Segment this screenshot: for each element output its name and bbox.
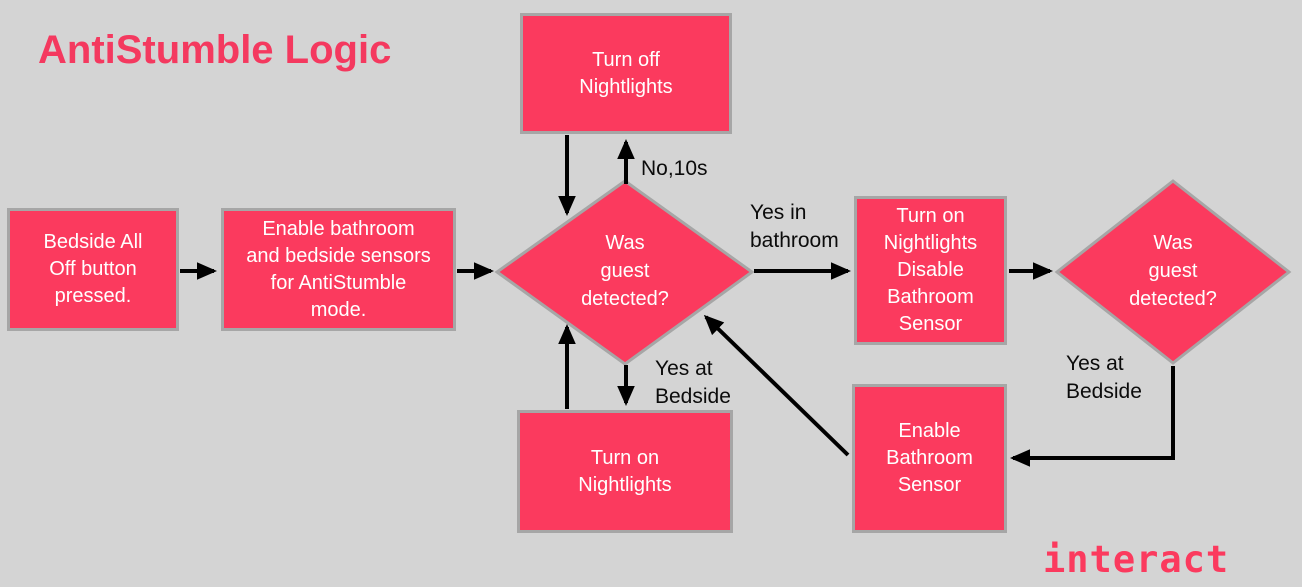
node-turn-on-nightlights-label: Turn on Nightlights [578, 446, 672, 496]
node-turn-off-nightlights-label: Turn off Nightlights [579, 48, 673, 98]
edge-decision2-yesbedside-to-enable-bathroom [1010, 366, 1175, 467]
node-turn-off-nightlights: Turn off Nightlights [520, 13, 732, 134]
node-turn-on-disable: Turn on Nightlights Disable Bathroom Sen… [854, 196, 1007, 345]
edge-label-yes-in-bathroom: Yes in bathroom [750, 201, 839, 252]
page-title: AntiStumble Logic [38, 28, 392, 72]
edge-label-no-10s: No,10s [641, 157, 708, 180]
node-enable-bathroom-sensor-label: Enable Bathroom Sensor [886, 420, 973, 496]
interact-logo: interact [1043, 538, 1230, 581]
node-turn-on-disable-label: Turn on Nightlights Disable Bathroom Sen… [883, 205, 978, 335]
node-turn-on-nightlights: Turn on Nightlights [517, 410, 733, 533]
edge-enable-bathroom-to-decision1 [703, 314, 850, 457]
decision-guest-detected-2 [1054, 179, 1292, 365]
decision-guest-detected-1 [494, 179, 755, 366]
node-enable-sensors-label: Enable bathroom and bedside sensors for … [246, 217, 431, 321]
edge-label-yes-at-bedside-center: Yes at Bedside [655, 357, 731, 408]
node-bedside-all-off: Bedside All Off button pressed. [7, 208, 179, 331]
node-bedside-all-off-label: Bedside All Off button pressed. [43, 231, 143, 307]
edge-label-yes-at-bedside-right: Yes at Bedside [1066, 352, 1142, 403]
node-enable-sensors: Enable bathroom and bedside sensors for … [221, 208, 456, 331]
node-enable-bathroom-sensor: Enable Bathroom Sensor [852, 384, 1007, 533]
